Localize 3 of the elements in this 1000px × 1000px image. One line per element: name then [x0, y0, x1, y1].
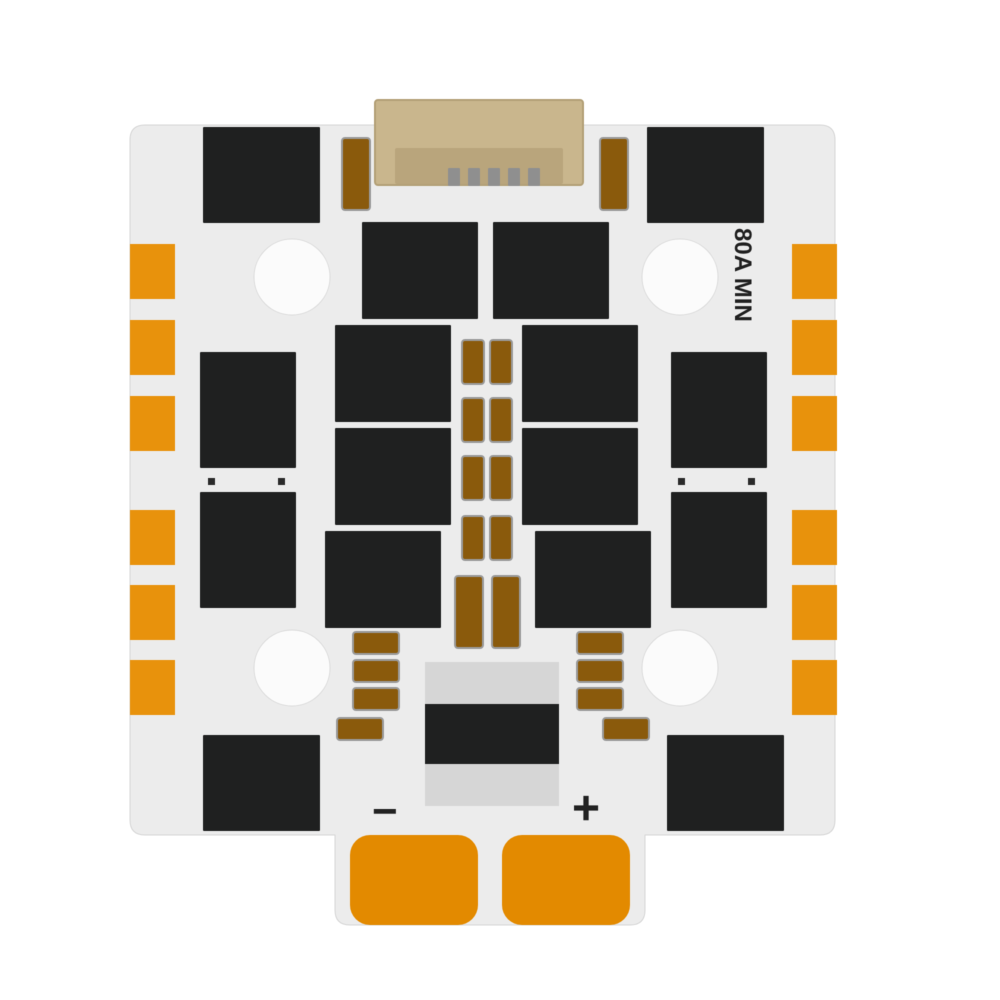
- board-marking: 80A MIN: [730, 228, 754, 322]
- polarity-mark: −: [372, 790, 398, 834]
- polarity-mark: +: [572, 785, 600, 833]
